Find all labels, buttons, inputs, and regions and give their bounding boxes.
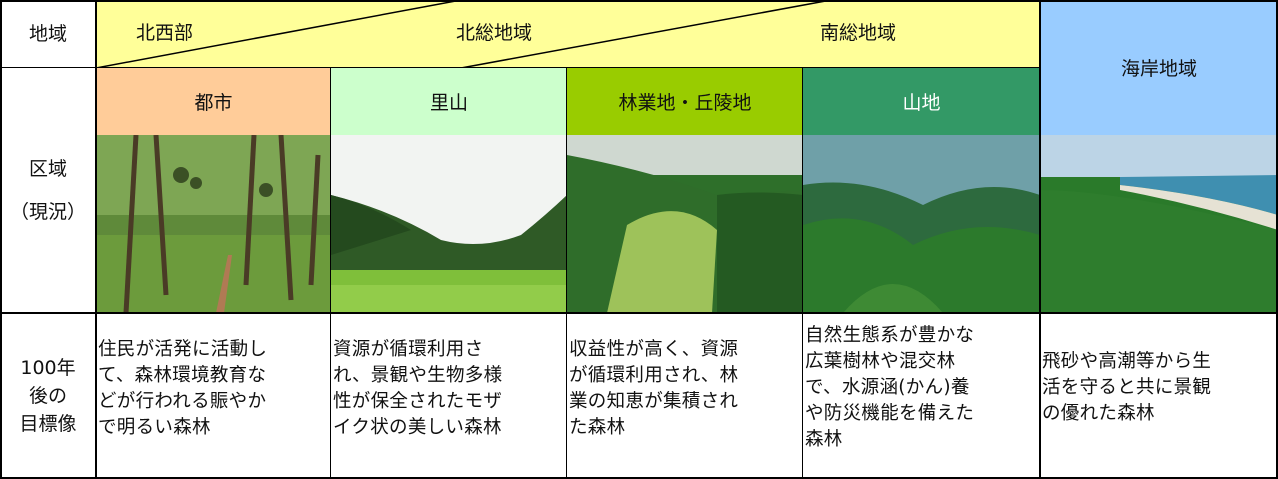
zone-label: 区域 （現況） — [0, 68, 96, 313]
row-divider-label — [0, 67, 96, 68]
north-so-label: 北総地域 — [456, 22, 533, 44]
goal-mountain-line: 自然生態系が豊かな — [805, 325, 975, 346]
zone-satoyama-label: 里山 — [429, 92, 468, 114]
north-west-label: 北西部 — [136, 22, 194, 44]
goal-satoyama-line: イク状の美しい森林 — [333, 417, 502, 438]
goal-label-3: 目標像 — [19, 413, 77, 435]
goal-coastal-line: 飛砂や高潮等から生 — [1042, 351, 1212, 372]
goal-urban: 住民が活発に活動し て、森林環境教育な どが行われる賑やか で明るい森林 — [96, 313, 331, 479]
region-label-text: 地域 — [28, 22, 67, 45]
zone-forestry: 林業地・丘陵地 — [567, 68, 803, 135]
urban-forest-photo — [96, 135, 331, 313]
goal-coastal-line: 活を守ると共に景観 — [1042, 377, 1212, 398]
goal-forestry-line: 業の知恵が集積され — [569, 391, 739, 412]
goal-satoyama-line: れ、景観や生物多様 — [333, 365, 503, 386]
col-divider-3 — [566, 68, 567, 479]
goal-urban-line: て、森林環境教育な — [98, 365, 267, 386]
goal-label-2: 後の — [28, 385, 67, 407]
goal-label-1: 100年 — [20, 357, 76, 379]
goal-mountain-line: 広葉樹林や混交林 — [805, 351, 956, 372]
goal-mountain-line: や防災機能を備えた — [805, 403, 975, 424]
col-divider-4 — [802, 68, 803, 479]
region-label: 地域 — [0, 0, 96, 68]
forestry-photo — [567, 135, 803, 313]
mountain-photo — [803, 135, 1040, 313]
goal-coastal: 飛砂や高潮等から生 活を守ると共に景観 の優れた森林 — [1040, 313, 1278, 479]
goal-forestry-line: が循環利用され、林 — [569, 365, 739, 386]
zone-urban: 都市 — [96, 68, 331, 135]
goal-urban-line: 住民が活発に活動し — [98, 339, 268, 360]
border-top — [0, 0, 1278, 2]
coastal-region-label: 海岸地域 — [1120, 58, 1197, 80]
goal-forestry-line: た森林 — [569, 417, 626, 438]
zone-forestry-label: 林業地・丘陵地 — [618, 92, 752, 114]
goal-coastal-line: の優れた森林 — [1042, 403, 1155, 424]
goal-satoyama-line: 性が保全されたモザ — [333, 391, 503, 412]
goal-label: 100年 後の 目標像 — [0, 313, 96, 479]
zone-urban-label: 都市 — [194, 92, 233, 114]
col-divider-1 — [95, 0, 97, 479]
north-region-header — [96, 0, 1040, 68]
coastal-photo — [1040, 135, 1278, 313]
border-left — [0, 0, 2, 479]
goal-mountain: 自然生態系が豊かな 広葉樹林や混交林 で、水源涵(かん)養 や防災機能を備えた … — [803, 313, 1040, 479]
row-divider-1 — [96, 67, 1040, 68]
zone-mountain: 山地 — [803, 68, 1040, 135]
col-divider-5 — [1039, 0, 1041, 479]
goal-mountain-line: 森林 — [805, 429, 843, 450]
border-bottom — [0, 477, 1278, 479]
header-diagonals — [96, 0, 832, 68]
row-divider-2 — [0, 312, 1278, 314]
col-divider-2 — [330, 68, 331, 479]
border-right — [1276, 0, 1278, 479]
coastal-region-header: 海岸地域 — [1040, 0, 1278, 135]
goal-urban-line: で明るい森林 — [98, 417, 211, 438]
zone-label-2: （現況） — [9, 200, 86, 223]
goal-urban-line: どが行われる賑やか — [98, 391, 267, 412]
goal-satoyama-line: 資源が循環利用さ — [333, 339, 484, 360]
satoyama-photo — [331, 135, 567, 313]
zone-mountain-label: 山地 — [902, 92, 941, 114]
goal-satoyama: 資源が循環利用さ れ、景観や生物多様 性が保全されたモザ イク状の美しい森林 — [331, 313, 567, 479]
south-so-label: 南総地域 — [820, 22, 897, 44]
zone-satoyama: 里山 — [331, 68, 567, 135]
goal-forestry-line: 収益性が高く、資源 — [569, 339, 739, 360]
goal-mountain-line: で、水源涵(かん)養 — [805, 377, 970, 398]
goal-forestry: 収益性が高く、資源 が循環利用され、林 業の知恵が集積され た森林 — [567, 313, 803, 479]
zone-label-1: 区域 — [28, 158, 67, 180]
